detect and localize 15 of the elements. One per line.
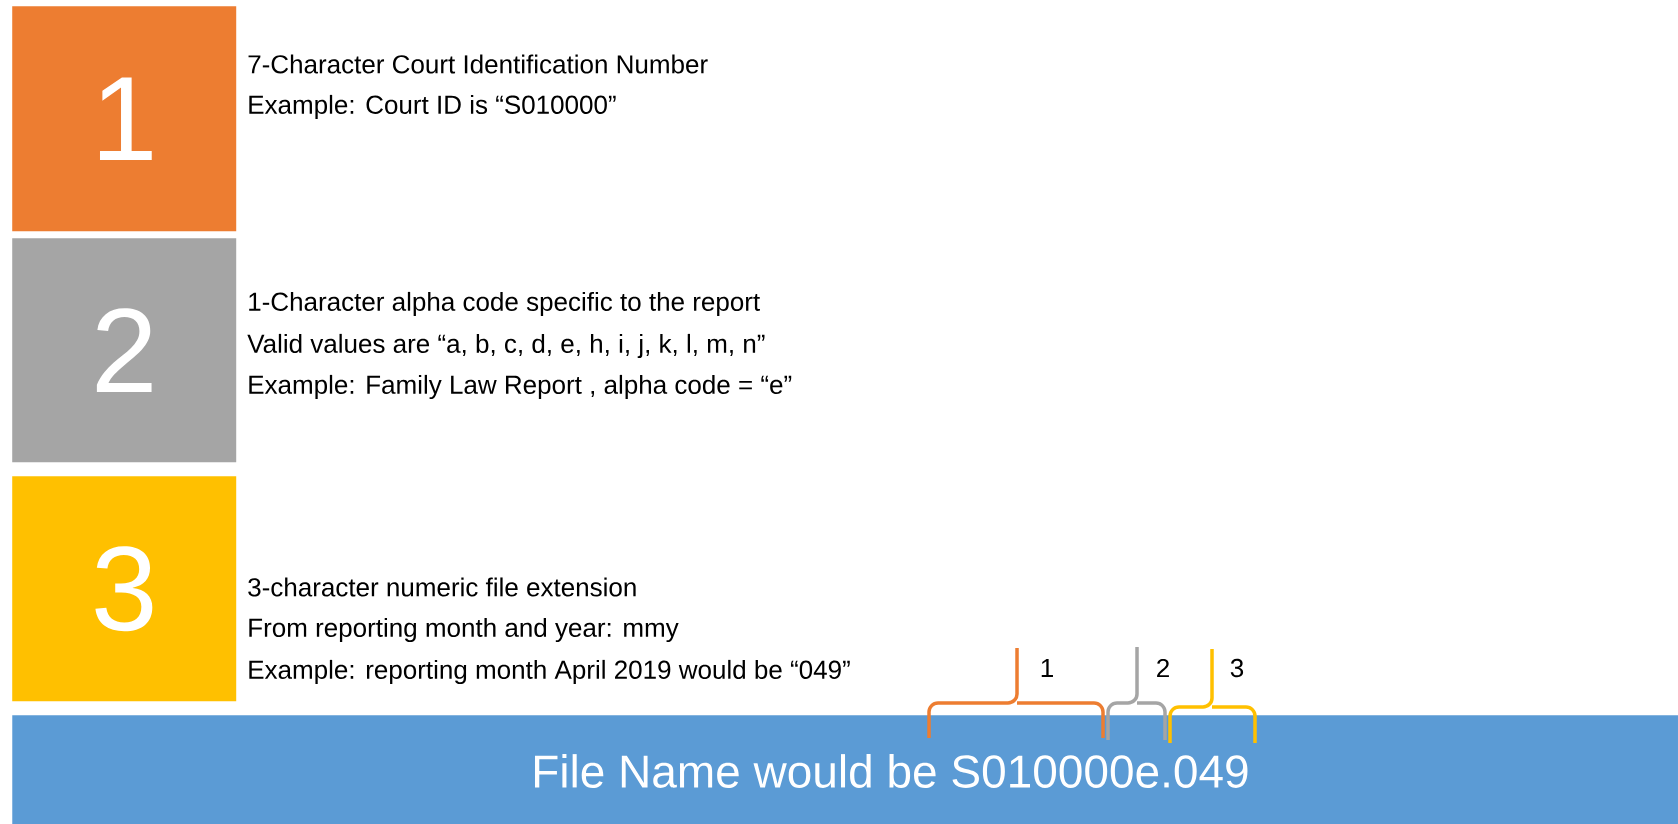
description-text: 7-Character Court Identification Number: [248, 54, 708, 74]
number-box: 3: [12, 476, 237, 702]
description-text: Example: reporting month April 2019 would be “049”: [249, 659, 850, 685]
brace-number: 2: [1157, 658, 1169, 678]
brace-number: 1: [1041, 659, 1053, 677]
number-box: 2: [12, 238, 237, 463]
description-text: Valid values are “a, b, c, d, e, h, i, j, k, l, m, n”: [247, 333, 765, 359]
description-text: From reporting month and year: mmy: [249, 617, 679, 643]
description-text: Example: Family Law Report , alpha code = “e”: [249, 374, 792, 400]
filename-banner: File Name would be S010000e.049: [12, 715, 1678, 824]
description-text: 1-Character alpha code specific to the report: [249, 291, 760, 317]
description-text: 3-character numeric file extension: [248, 577, 636, 597]
number-box: 1: [12, 6, 237, 232]
description-text: Example: Court ID is “S010000”: [249, 94, 616, 120]
brace-number: 3: [1230, 658, 1244, 678]
